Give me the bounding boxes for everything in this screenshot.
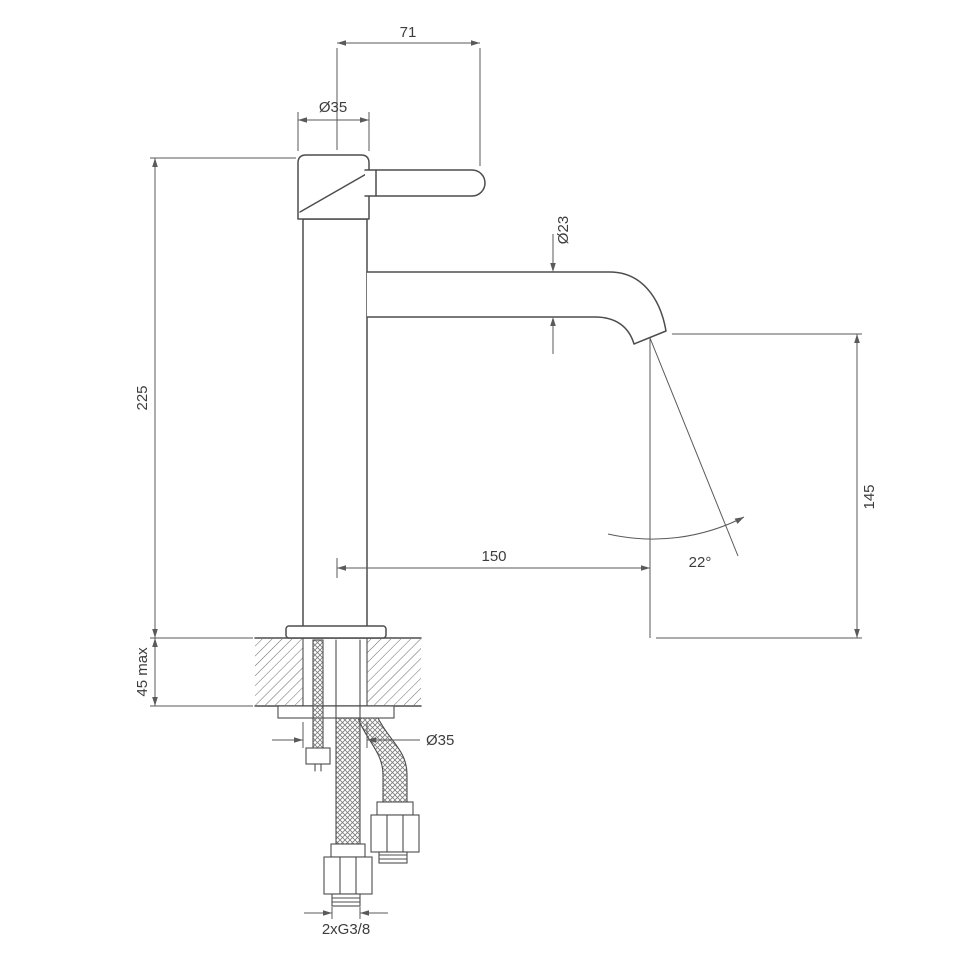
supply-hose-right (357, 717, 408, 803)
faucet-column (302, 218, 368, 631)
lever-joint-line (299, 172, 369, 213)
counter-hatch-right (367, 639, 421, 705)
dim-spout-height-label: 145 (861, 484, 878, 509)
dim-stream-angle-label: 22° (689, 554, 712, 571)
stream-angle-line (649, 337, 739, 557)
mounting-hardware (277, 639, 420, 907)
dim-spout-diameter-label: Ø23 (555, 216, 572, 244)
hose-nipple-right (378, 851, 408, 864)
dim-total-height-label: 225 (134, 385, 151, 410)
hose-collar-right (376, 801, 414, 816)
dim-connection-thread-label: 2xG3/8 (322, 921, 370, 938)
threaded-stud (312, 639, 324, 751)
faucet-body (285, 154, 667, 639)
base-flange (285, 625, 387, 639)
faucet-head (297, 154, 370, 220)
countertop-section (254, 637, 422, 707)
dim-deck-thickness-label: 45 max (134, 647, 151, 697)
dimension-annotations (150, 40, 862, 919)
hose-nipple-left (331, 893, 361, 907)
dim-hole-diameter-label: Ø35 (426, 732, 454, 749)
hose-collar-left (330, 843, 366, 858)
dim-spout-reach-label: 150 (481, 548, 506, 565)
supply-hose-left (335, 717, 361, 845)
faucet-lever (364, 169, 486, 197)
dim-handle-length-label: 71 (400, 24, 417, 41)
hose-hex-nut-right (370, 814, 420, 853)
hose-hex-nut-left (323, 856, 373, 895)
mounting-nut (305, 747, 331, 765)
counter-hatch-left (255, 639, 303, 705)
angle-arc (607, 516, 745, 540)
dimension-labels: 71 Ø35 Ø23 225 45 max 145 150 22° Ø35 2x… (134, 24, 878, 938)
faucet-spout (366, 271, 667, 345)
dim-body-diameter-label: Ø35 (319, 99, 347, 116)
